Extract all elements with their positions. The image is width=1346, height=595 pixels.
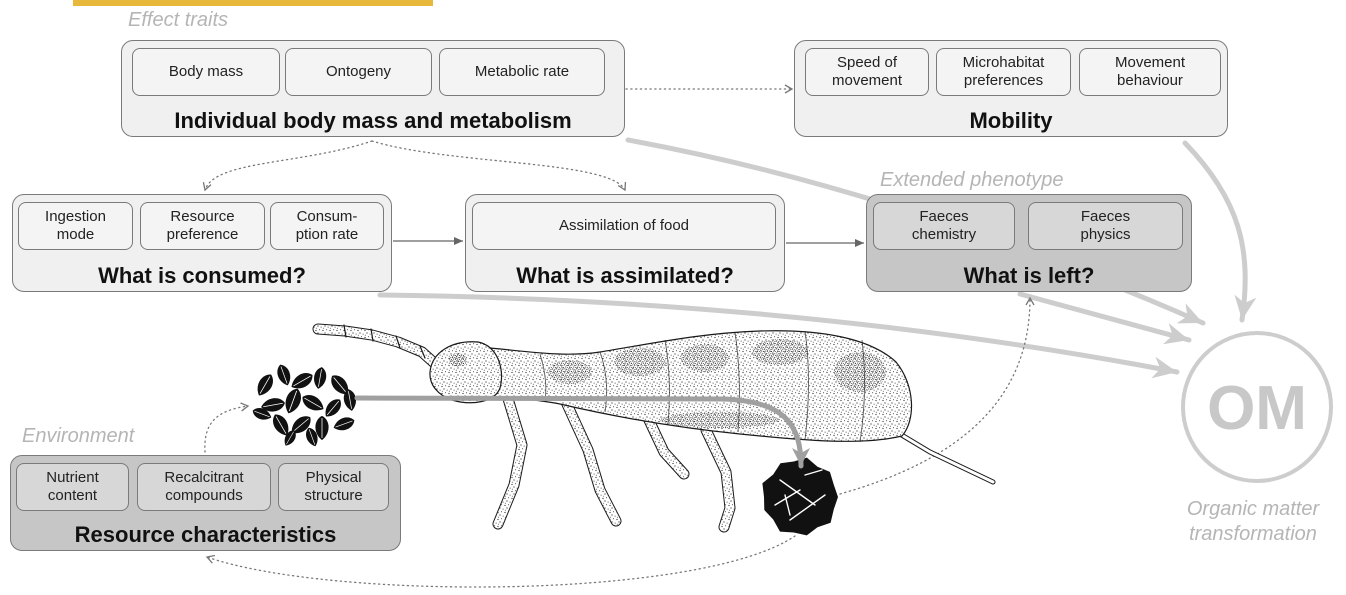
trait-faeces-physics: Faeces physics: [1028, 202, 1183, 250]
box-title: Mobility: [795, 108, 1227, 134]
trait-resource-preference: Resource preference: [140, 202, 265, 250]
left-to-om-arrow: [1020, 294, 1189, 340]
accent-bar: [73, 0, 433, 6]
trait-label: Resource: [170, 208, 234, 226]
trait-label: structure: [304, 487, 362, 505]
trait-label: Ingestion: [45, 208, 106, 226]
trait-label: Body mass: [169, 63, 243, 81]
faeces-pellet-icon: [762, 458, 838, 536]
trait-label: Speed of: [837, 54, 897, 72]
box-title: Individual body mass and metabolism: [122, 108, 624, 134]
springtail-icon: [318, 325, 993, 527]
trait-physical-structure: Physical structure: [278, 463, 389, 511]
box-title: What is assimilated?: [466, 263, 784, 289]
environment-label: Environment: [22, 424, 134, 448]
trait-assimilation-of-food: Assimilation of food: [472, 202, 776, 250]
trait-label: Microhabitat: [963, 54, 1045, 72]
trait-label: movement: [832, 72, 902, 90]
leaf-litter-icon: [251, 363, 358, 449]
left-box: Faeces chemistry Faeces physics What is …: [866, 194, 1192, 292]
box-title: What is consumed?: [13, 263, 391, 289]
metabolism-to-consumed-arrow: [205, 141, 372, 190]
trait-label: compounds: [165, 487, 243, 505]
metabolism-box: Body mass Ontogeny Metabolic rate Indivi…: [121, 40, 625, 137]
om-caption-line: Organic matter: [1160, 497, 1346, 522]
trait-ingestion-mode: Ingestion mode: [18, 202, 133, 250]
trait-body-mass: Body mass: [132, 48, 280, 96]
trait-label: Ontogeny: [326, 63, 391, 81]
trait-label: Physical: [306, 469, 362, 487]
metabolism-to-assimilated-arrow: [372, 141, 625, 190]
resource-box: Nutrient content Recalcitrant compounds …: [10, 455, 401, 551]
trait-nutrient-content: Nutrient content: [16, 463, 129, 511]
trait-label: Assimilation of food: [559, 217, 689, 235]
trait-label: preferences: [964, 72, 1043, 90]
box-title: Resource characteristics: [11, 522, 400, 548]
effect-traits-label: Effect traits: [128, 8, 228, 32]
trait-label: Faeces: [1081, 208, 1130, 226]
trait-label: Movement: [1115, 54, 1185, 72]
trait-label: chemistry: [912, 226, 976, 244]
trait-ontogeny: Ontogeny: [285, 48, 432, 96]
trait-faeces-chemistry: Faeces chemistry: [873, 202, 1015, 250]
om-caption-line: transformation: [1160, 522, 1346, 547]
trait-label: mode: [57, 226, 95, 244]
trait-label: Recalcitrant: [164, 469, 243, 487]
trait-label: content: [48, 487, 97, 505]
om-caption: Organic matter transformation: [1160, 497, 1346, 547]
trait-movement-behaviour: Movement behaviour: [1079, 48, 1221, 96]
om-node: OM: [1183, 333, 1331, 481]
trait-label: Consum-: [297, 208, 358, 226]
trait-microhabitat-preferences: Microhabitat preferences: [936, 48, 1071, 96]
consumed-box: Ingestion mode Resource preference Consu…: [12, 194, 392, 292]
assimilated-box: Assimilation of food What is assimilated…: [465, 194, 785, 292]
mobility-box: Speed of movement Microhabitat preferenc…: [794, 40, 1228, 137]
trait-metabolic-rate: Metabolic rate: [439, 48, 605, 96]
trait-label: Nutrient: [46, 469, 99, 487]
trait-label: behaviour: [1117, 72, 1183, 90]
trait-label: Faeces: [919, 208, 968, 226]
trait-label: Metabolic rate: [475, 63, 569, 81]
om-symbol: OM: [1207, 374, 1307, 443]
extended-phenotype-label: Extended phenotype: [880, 168, 1064, 192]
trait-consumption-rate: Consum- ption rate: [270, 202, 384, 250]
resource-to-litter-arrow: [205, 406, 248, 452]
trait-speed-of-movement: Speed of movement: [805, 48, 929, 96]
trait-label: preference: [167, 226, 239, 244]
springtail-eye-patch: [449, 353, 467, 367]
trait-recalcitrant-compounds: Recalcitrant compounds: [137, 463, 271, 511]
trait-label: ption rate: [296, 226, 359, 244]
mobility-to-om-arrow: [1185, 143, 1245, 320]
box-title: What is left?: [867, 263, 1191, 289]
trait-label: physics: [1080, 226, 1130, 244]
